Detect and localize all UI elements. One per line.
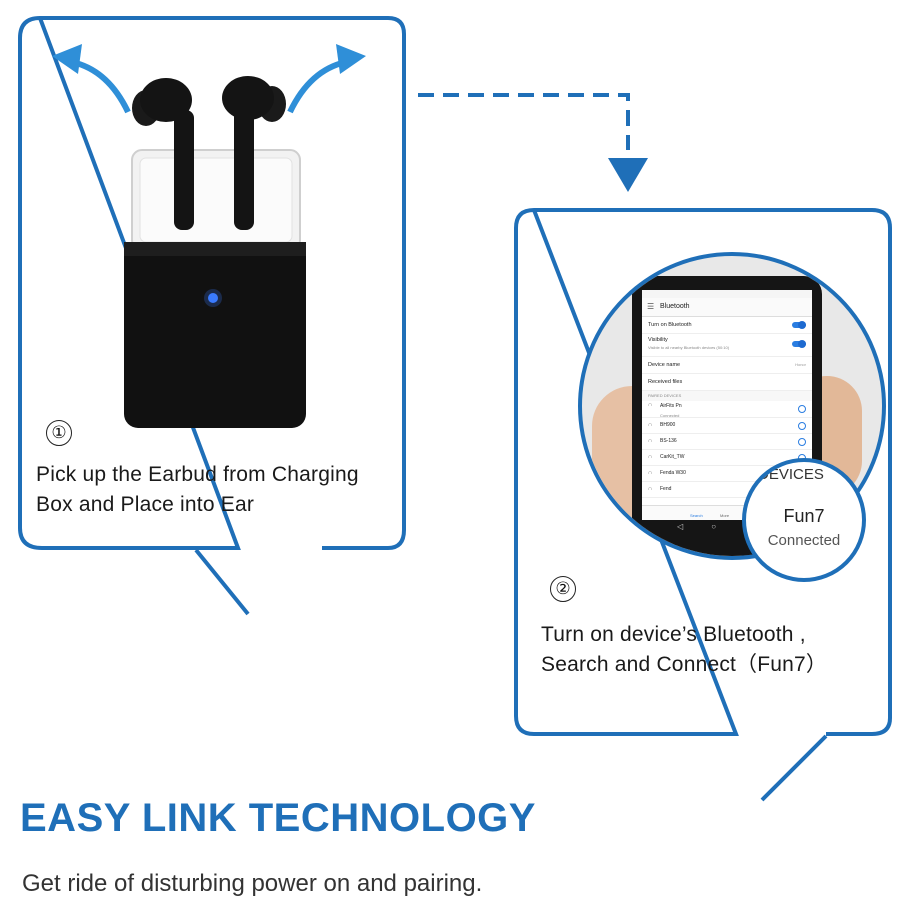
visibility-label: Visibility	[648, 337, 668, 343]
step-1-number: ①	[46, 420, 72, 446]
bluetooth-toggle[interactable]	[792, 321, 806, 329]
step-1-line-1: Pick up the Earbud from Charging	[36, 463, 359, 486]
zoom-device-status: Connected	[767, 532, 841, 549]
visibility-toggle[interactable]	[792, 340, 806, 348]
info-icon[interactable]	[798, 422, 806, 430]
bubble-2-outline	[514, 207, 892, 736]
device-name-row[interactable]: Device name Honor	[642, 357, 812, 374]
left-curved-arrow	[71, 59, 131, 114]
left-earbud-stem	[174, 110, 194, 230]
headline: EASY LINK TECHNOLOGY	[20, 796, 536, 840]
visibility-row[interactable]: Visibility Visible to all nearby Bluetoo…	[642, 334, 812, 357]
bubble-1-outline	[18, 15, 406, 550]
bubble-1-tail	[194, 548, 250, 616]
device-name-value: Honor	[795, 362, 806, 367]
phone-illustration: ☰ Bluetooth Turn on Bluetooth Visibility…	[578, 252, 886, 560]
step-2-number: ②	[550, 576, 576, 602]
paired-device-name: Fenda W30	[660, 470, 686, 476]
case-led	[208, 293, 218, 303]
paired-device-name: CarKit_TW	[660, 454, 685, 460]
tagline: Get ride of disturbing power on and pair…	[22, 870, 483, 897]
paired-device-name: BH900	[660, 422, 676, 428]
charging-case-illustration	[124, 76, 306, 428]
step-2-line-2: Search and Connect（Fun7）	[541, 653, 828, 676]
right-earbud-stem	[234, 108, 254, 230]
step-1-line-2: Box and Place into Ear	[36, 493, 255, 516]
case-body	[124, 242, 306, 428]
received-files-label: Received files	[648, 379, 683, 385]
paired-device-status: Connected	[660, 413, 680, 418]
phone: ☰ Bluetooth Turn on Bluetooth Visibility…	[632, 276, 822, 556]
step-2-instructions: Turn on device’s Bluetooth , Search and …	[541, 620, 827, 680]
search-action[interactable]: Search	[690, 513, 703, 518]
step-2-line-1: Turn on device’s Bluetooth ,	[541, 623, 806, 646]
phone-navbar: ◁○□	[677, 522, 777, 531]
device-name-label: Device name	[648, 362, 681, 368]
received-files-row[interactable]: Received files	[642, 374, 812, 391]
bluetooth-title: Bluetooth	[660, 303, 690, 310]
bluetooth-header: ☰ Bluetooth	[642, 298, 812, 317]
paired-device-row[interactable]: AirFits Pn Connected	[642, 401, 812, 418]
zoom-circle: DEVICES Fun7 Connected	[742, 458, 866, 582]
dashed-connector	[418, 93, 630, 150]
left-arrowhead	[52, 44, 82, 74]
right-arrowhead	[336, 44, 366, 74]
zoom-devices-label: DEVICES	[758, 466, 824, 483]
paired-device-row[interactable]: BH900	[642, 418, 812, 434]
more-action[interactable]: More	[720, 513, 730, 518]
paired-device-name: BS-136	[660, 438, 677, 444]
info-icon[interactable]	[798, 405, 806, 413]
info-icon[interactable]	[798, 438, 806, 446]
step-1-instructions: Pick up the Earbud from Charging Box and…	[36, 460, 359, 520]
menu-icon: ☰	[647, 302, 655, 311]
turn-on-bluetooth-label: Turn on Bluetooth	[648, 322, 692, 328]
visibility-sub: Visible to all nearby Bluetooth devices …	[648, 345, 730, 350]
phone-screen: ☰ Bluetooth Turn on Bluetooth Visibility…	[642, 290, 812, 520]
paired-device-name: AirFits Pn	[660, 403, 682, 409]
status-bar	[642, 290, 812, 298]
paired-device-row[interactable]: Fend	[642, 482, 812, 498]
paired-device-name: Fend	[660, 486, 672, 492]
connector-arrowhead	[608, 158, 648, 192]
right-curved-arrow	[287, 59, 347, 114]
turn-on-bluetooth-row[interactable]: Turn on Bluetooth	[642, 317, 812, 334]
paired-devices-section: PAIRED DEVICES	[642, 391, 812, 401]
zoom-device-name: Fun7	[783, 506, 825, 526]
bubble-2-tail	[760, 734, 828, 802]
paired-device-row[interactable]: BS-136	[642, 434, 812, 450]
